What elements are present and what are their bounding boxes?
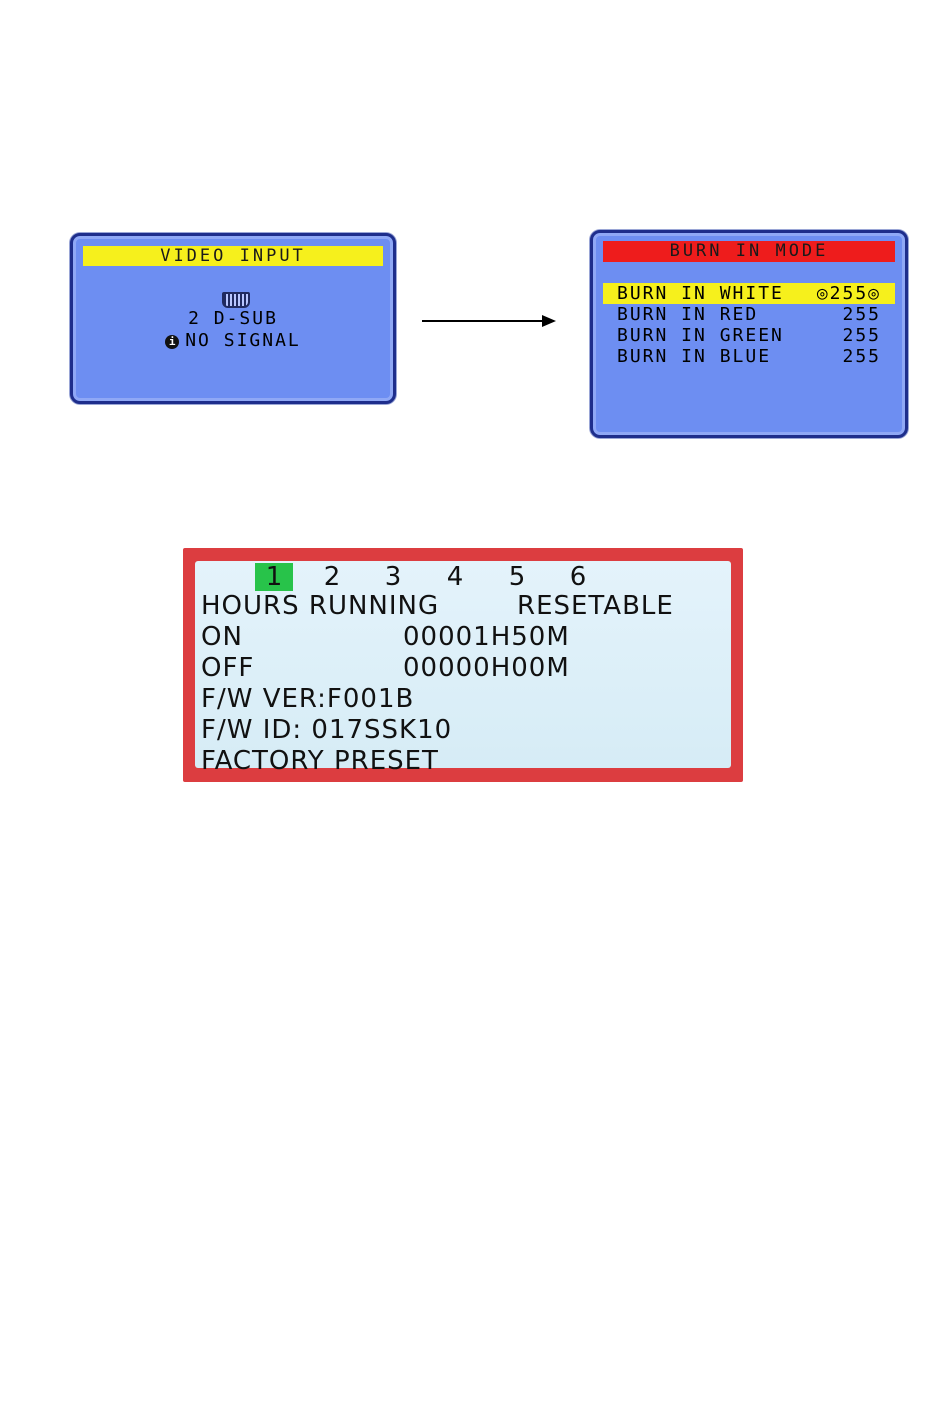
burn-in-row-blue[interactable]: BURN IN BLUE 255 bbox=[603, 346, 895, 367]
burn-in-row-white[interactable]: BURN IN WHITE ◎255◎ bbox=[603, 283, 895, 304]
tab-3[interactable]: 3 bbox=[374, 563, 412, 591]
d-sub-connector-icon bbox=[222, 292, 250, 308]
burn-in-title: BURN IN MODE bbox=[603, 241, 895, 262]
burn-in-row-value: 255 bbox=[842, 346, 881, 367]
lcd-service-frame: 1 2 3 4 5 6 HOURS RUNNING RESETABLE ON 0… bbox=[183, 548, 743, 782]
burn-in-row-label: BURN IN BLUE bbox=[617, 346, 771, 367]
video-input-title: VIDEO INPUT bbox=[83, 246, 383, 266]
on-hours-value: 00001H50M bbox=[403, 622, 570, 652]
tab-2[interactable]: 2 bbox=[313, 563, 351, 591]
burn-in-row-value: 255 bbox=[842, 304, 881, 325]
resetable-label: RESETABLE bbox=[517, 591, 674, 621]
burn-in-row-label: BURN IN RED bbox=[617, 304, 758, 325]
tab-4[interactable]: 4 bbox=[436, 563, 474, 591]
burn-in-row-green[interactable]: BURN IN GREEN 255 bbox=[603, 325, 895, 346]
signal-status-line: i NO SIGNAL bbox=[73, 330, 393, 351]
info-icon: i bbox=[165, 335, 179, 349]
burn-in-row-value: 255 bbox=[842, 325, 881, 346]
input-name: 2 D-SUB bbox=[73, 308, 393, 329]
tab-1[interactable]: 1 bbox=[255, 563, 293, 591]
burn-in-row-label: BURN IN WHITE bbox=[617, 283, 784, 304]
firmware-version: F/W VER:F001B bbox=[201, 684, 414, 714]
burn-in-osd: BURN IN MODE BURN IN WHITE ◎255◎ BURN IN… bbox=[590, 230, 908, 438]
factory-preset[interactable]: FACTORY PRESET bbox=[201, 746, 439, 776]
on-label: ON bbox=[201, 622, 243, 652]
off-label: OFF bbox=[201, 653, 254, 683]
tab-5[interactable]: 5 bbox=[498, 563, 536, 591]
arrow-right-icon bbox=[422, 313, 556, 329]
lcd-service-screen: 1 2 3 4 5 6 HOURS RUNNING RESETABLE ON 0… bbox=[195, 561, 731, 768]
firmware-id: F/W ID: 017SSK10 bbox=[201, 715, 452, 745]
off-hours-value: 00000H00M bbox=[403, 653, 570, 683]
tab-6[interactable]: 6 bbox=[559, 563, 597, 591]
signal-status: NO SIGNAL bbox=[185, 330, 301, 351]
burn-in-row-label: BURN IN GREEN bbox=[617, 325, 784, 346]
hours-running-label: HOURS RUNNING bbox=[201, 591, 439, 621]
burn-in-row-value: ◎255◎ bbox=[817, 283, 881, 304]
burn-in-row-red[interactable]: BURN IN RED 255 bbox=[603, 304, 895, 325]
video-input-osd: VIDEO INPUT 2 D-SUB i NO SIGNAL bbox=[70, 233, 396, 404]
